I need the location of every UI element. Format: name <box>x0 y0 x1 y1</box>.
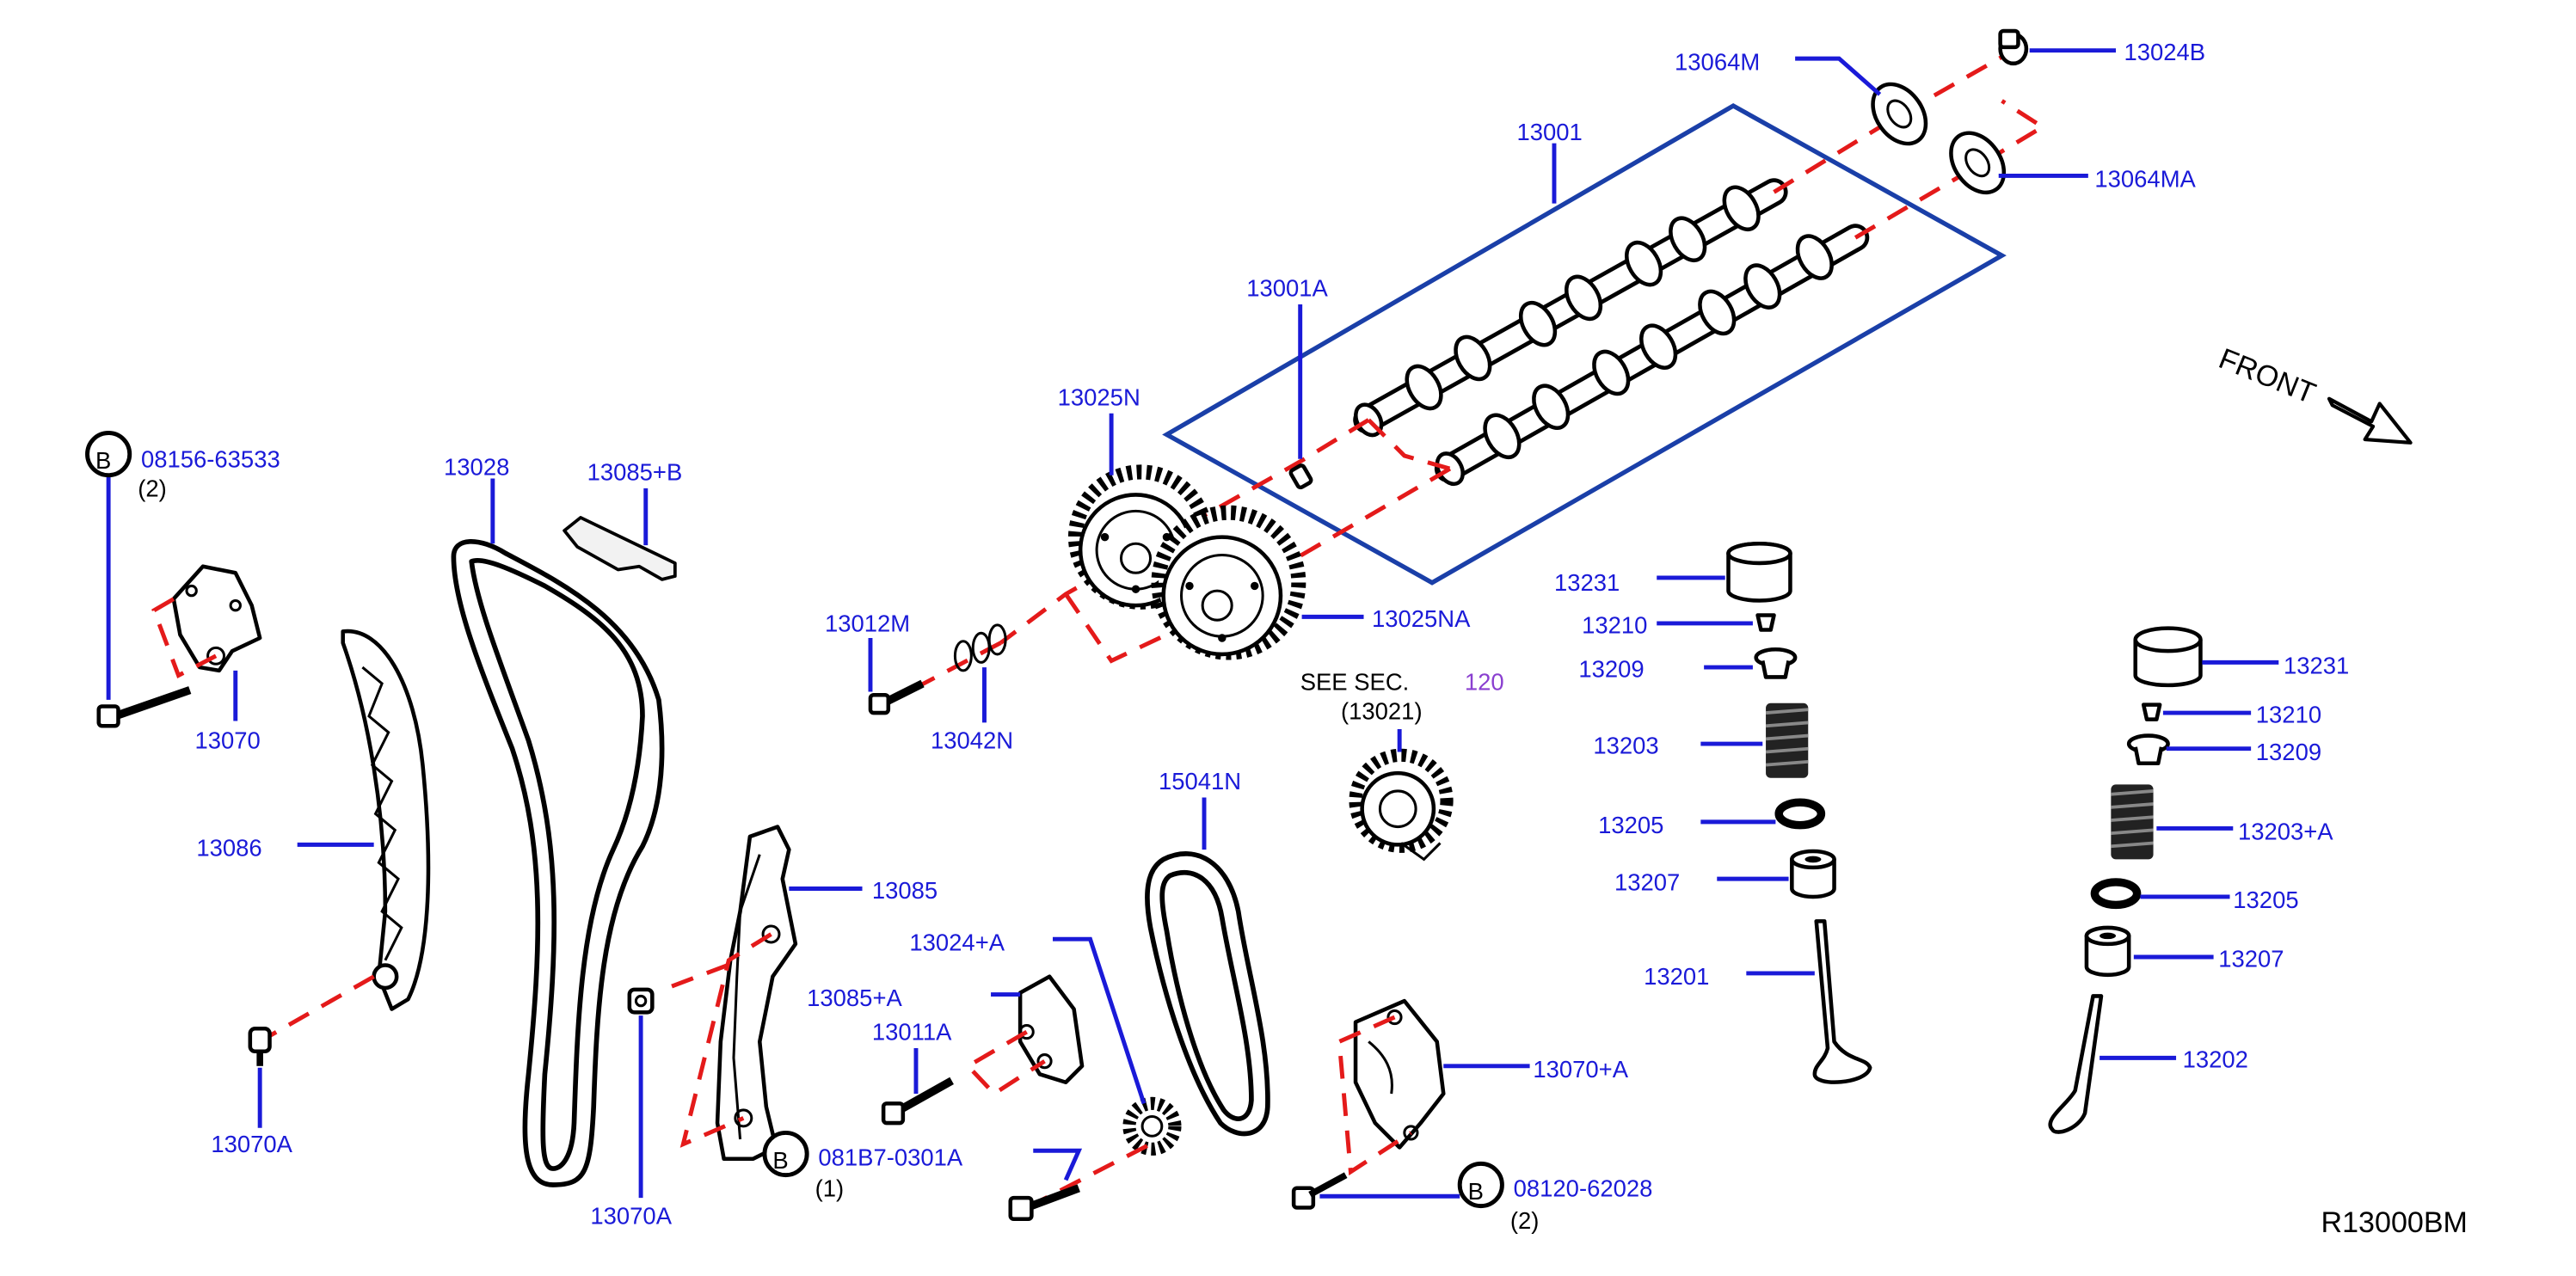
label-13070a-left[interactable]: 13070A <box>211 1131 292 1157</box>
intake-valve-13201[interactable] <box>1812 919 1872 1084</box>
label-08120-62028[interactable]: 08120-62028 <box>1514 1175 1653 1201</box>
bolt-marker-b-1 <box>85 431 132 478</box>
label-13201[interactable]: 13201 <box>1644 963 1709 990</box>
valve-spring-13203[interactable] <box>1765 702 1809 778</box>
bolt-08156-63533[interactable] <box>96 686 192 728</box>
o-rings-13042n[interactable] <box>953 623 1007 672</box>
label-13042n[interactable]: 13042N <box>931 727 1013 754</box>
front-direction-arrow <box>2327 396 2413 445</box>
qty-081b7-0301a: (1) <box>815 1175 845 1201</box>
label-13209-left[interactable]: 13209 <box>1578 655 1644 682</box>
valve-spring-13203a[interactable] <box>2111 784 2154 860</box>
label-13012m[interactable]: 13012M <box>825 610 910 636</box>
label-13210-right[interactable]: 13210 <box>2256 701 2321 727</box>
label-13070a-mid[interactable]: 13070A <box>590 1202 672 1229</box>
label-13070pa[interactable]: 13070+A <box>1533 1056 1628 1083</box>
bolt-13011a[interactable] <box>881 1077 954 1126</box>
label-15041n[interactable]: 15041N <box>1159 768 1241 794</box>
label-13205-left[interactable]: 13205 <box>1598 812 1663 838</box>
spring-seat-13205-left[interactable] <box>1774 798 1826 830</box>
plug-13024b[interactable] <box>1998 28 2029 66</box>
label-13025n[interactable]: 13025N <box>1058 383 1140 410</box>
see-sec-number[interactable]: 120 <box>1465 669 1504 696</box>
label-13207-left[interactable]: 13207 <box>1614 868 1680 895</box>
chain-tensioner-13070[interactable] <box>171 564 262 673</box>
label-13202[interactable]: 13202 <box>2183 1046 2248 1073</box>
label-081b7-0301a[interactable]: 081B7-0301A <box>818 1144 963 1170</box>
label-13203a[interactable]: 13203+A <box>2238 819 2333 845</box>
valve-oil-seal-13207-right[interactable] <box>2084 925 2131 978</box>
see-sec-line1: SEE SEC. <box>1300 669 1410 696</box>
valve-lifter-13231-right[interactable] <box>2133 626 2203 688</box>
label-13001[interactable]: 13001 <box>1516 119 1582 145</box>
camshaft-sprocket-13025na[interactable] <box>1151 505 1306 660</box>
exhaust-valve-13202[interactable] <box>2048 994 2104 1134</box>
bolt-marker-b-2 <box>762 1130 809 1178</box>
label-13070[interactable]: 13070 <box>194 727 260 754</box>
bolt-13070a-left[interactable] <box>248 1027 272 1066</box>
valve-collet-13210-right[interactable] <box>2141 702 2162 721</box>
crank-sprocket-sec-13021[interactable] <box>1349 748 1454 862</box>
bolt-marker-b-3-text: B <box>1468 1178 1484 1205</box>
label-13085[interactable]: 13085 <box>872 877 938 904</box>
label-13085b[interactable]: 13085+B <box>587 458 683 485</box>
bolt-marker-b-1-text: B <box>95 447 111 474</box>
chain-tensioner-13070a[interactable] <box>1353 998 1446 1150</box>
label-13231-left[interactable]: 13231 <box>1554 569 1620 596</box>
bolt-08120-62028[interactable] <box>1291 1172 1348 1210</box>
label-13085a[interactable]: 13085+A <box>807 985 902 1011</box>
oil-pump-chain-15041n[interactable] <box>1145 851 1270 1137</box>
qty-08120-62028: (2) <box>1510 1207 1540 1234</box>
label-13001a[interactable]: 13001A <box>1246 275 1328 302</box>
camshaft-assembly-outline <box>1162 102 2007 586</box>
label-13024b[interactable]: 13024B <box>2124 39 2205 65</box>
label-13205-right[interactable]: 13205 <box>2233 886 2298 913</box>
timing-chain-13028[interactable] <box>451 539 665 1187</box>
bolt-marker-b-2-text: B <box>772 1147 788 1174</box>
label-13064ma[interactable]: 13064MA <box>2094 166 2196 193</box>
dowel-pin-13001a[interactable] <box>1288 463 1313 490</box>
label-13207-right[interactable]: 13207 <box>2218 945 2284 972</box>
bolt-13012m[interactable] <box>868 679 925 715</box>
slack-guide-13086[interactable] <box>341 629 431 1011</box>
camshaft-exhaust[interactable] <box>1432 224 1870 489</box>
label-13011a[interactable]: 13011A <box>872 1019 952 1046</box>
valve-lifter-13231-left[interactable] <box>1726 541 1792 603</box>
label-13203[interactable]: 13203 <box>1593 732 1658 758</box>
qty-08156-63533: (2) <box>138 475 167 501</box>
label-13024a[interactable]: 13024+A <box>909 929 1005 955</box>
spring-retainer-13209-right[interactable] <box>2126 733 2170 766</box>
label-13025na[interactable]: 13025NA <box>1372 605 1471 632</box>
chain-guide-13085a[interactable] <box>1017 974 1085 1085</box>
label-13209-right[interactable]: 13209 <box>2256 739 2321 765</box>
camshaft-intake[interactable] <box>1350 178 1788 440</box>
bolt-13070a-mid[interactable] <box>627 987 655 1015</box>
label-13231-right[interactable]: 13231 <box>2284 653 2349 679</box>
diagram-code: R13000BM <box>2321 1206 2468 1239</box>
oil-pump-sprocket-13024a[interactable] <box>1122 1096 1182 1156</box>
label-13064m[interactable]: 13064M <box>1675 48 1760 75</box>
bolt-081b7-0301a[interactable] <box>1008 1184 1080 1222</box>
valve-collet-13210-left[interactable] <box>1755 613 1776 632</box>
valve-oil-seal-13207-left[interactable] <box>1790 849 1836 899</box>
bolt-marker-b-3 <box>1457 1161 1504 1209</box>
label-13086[interactable]: 13086 <box>196 835 261 862</box>
label-13210-left[interactable]: 13210 <box>1582 611 1647 638</box>
label-13028[interactable]: 13028 <box>444 454 509 481</box>
front-label: FRONT <box>2214 342 2320 410</box>
sensor-plate-13064ma[interactable] <box>1940 123 2015 202</box>
tension-guide-13085[interactable] <box>715 825 798 1161</box>
see-sec-line2: (13021) <box>1341 698 1423 725</box>
chain-guide-bracket-13085b[interactable] <box>563 516 677 581</box>
spring-seat-13205-right[interactable] <box>2090 878 2142 910</box>
label-08156-63533[interactable]: 08156-63533 <box>141 445 280 472</box>
sensor-plate-13064m[interactable] <box>1862 74 1937 153</box>
spring-retainer-13209-left[interactable] <box>1754 647 1798 679</box>
